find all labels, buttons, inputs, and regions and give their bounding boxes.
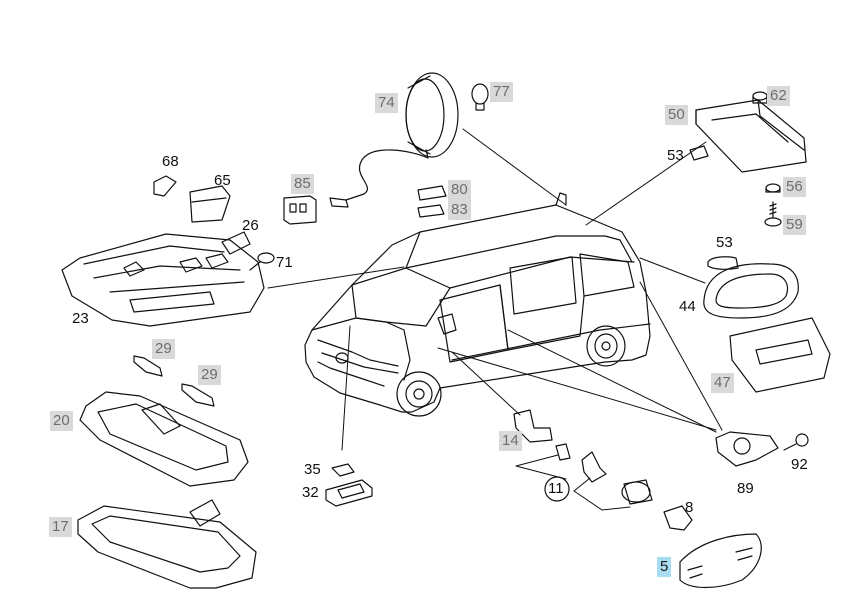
part-11-switch-parts [555, 443, 653, 505]
callout-53-lower: 53 [716, 234, 733, 251]
leader-lines [267, 128, 723, 511]
part-50-lamp-housing [695, 99, 807, 173]
callout-35: 35 [304, 461, 321, 478]
part-29-bulb-a [133, 355, 163, 377]
callout-62: 62 [767, 86, 790, 106]
part-35-bulb [331, 463, 355, 477]
callout-11: 11 [548, 480, 564, 497]
callout-20: 20 [50, 411, 73, 431]
callout-68: 68 [162, 153, 179, 170]
callout-17: 17 [49, 517, 72, 537]
callout-92: 92 [791, 456, 808, 473]
callout-53-top: 53 [667, 147, 684, 164]
part-83-clip [417, 204, 445, 218]
part-85-connector [283, 195, 317, 225]
part-65-cover [189, 185, 231, 223]
callout-23: 23 [72, 310, 89, 327]
callout-29-b: 29 [198, 365, 221, 385]
callout-74: 74 [375, 93, 398, 113]
callout-32: 32 [302, 484, 319, 501]
part-47-lens [729, 317, 831, 393]
callout-50: 50 [665, 105, 688, 125]
callout-29-a: 29 [152, 339, 175, 359]
part-20-lamp-housing [79, 391, 249, 487]
part-53-bulb-lower [707, 256, 739, 270]
part-77-bulb [471, 83, 489, 111]
part-74-spot-lamp [329, 72, 459, 208]
callout-26: 26 [242, 217, 259, 234]
callout-5-highlighted[interactable]: 5 [657, 557, 672, 577]
callout-56: 56 [783, 177, 806, 197]
part-59-screw [764, 201, 782, 227]
callout-11-circle [544, 476, 570, 502]
callout-85: 85 [291, 174, 314, 194]
callout-44: 44 [679, 298, 696, 315]
part-17-lens-cover [77, 499, 257, 589]
part-71-screw [249, 252, 275, 271]
callout-71: 71 [276, 254, 293, 271]
callout-14: 14 [499, 431, 522, 451]
callout-47: 47 [711, 373, 734, 393]
part-89-door-switch [715, 431, 779, 467]
part-56-nut [765, 183, 781, 193]
part-23-overhead-console [61, 233, 265, 327]
van-illustration [304, 192, 651, 417]
callout-59: 59 [783, 215, 806, 235]
callout-83: 83 [448, 200, 471, 220]
part-29-bulb-b [181, 383, 215, 407]
part-80-clip [417, 185, 447, 201]
part-44-lamp-frame [703, 263, 799, 319]
part-8-bulb [663, 505, 693, 531]
callout-80: 80 [448, 180, 471, 200]
part-68-lens [153, 175, 177, 197]
callout-89: 89 [737, 480, 754, 497]
part-53-bulb-top [689, 145, 709, 161]
part-26-bracket [221, 231, 251, 255]
callout-65: 65 [214, 172, 231, 189]
part-32-lamp [325, 479, 373, 507]
callout-8: 8 [685, 499, 694, 516]
part-5-lens [679, 533, 762, 589]
part-14-switch [513, 409, 553, 443]
part-92-screw [783, 433, 809, 451]
callout-77: 77 [490, 82, 513, 102]
